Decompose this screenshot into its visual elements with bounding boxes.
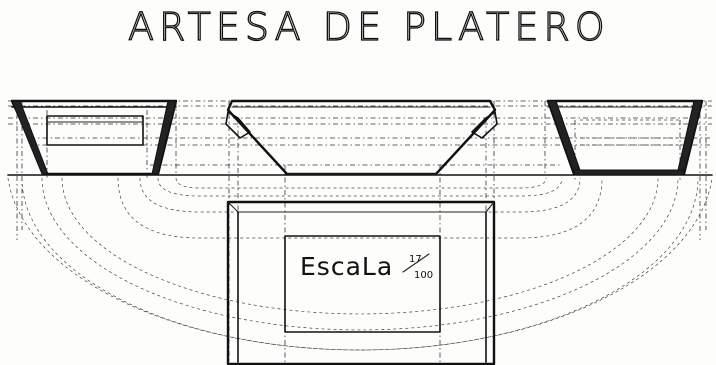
vertical-projection-lines bbox=[16, 101, 707, 365]
horizontal-projection-lines bbox=[8, 100, 712, 166]
scale-numerator: 17 bbox=[409, 254, 422, 265]
plan-view bbox=[226, 200, 496, 365]
left-side-view bbox=[10, 99, 178, 176]
front-view bbox=[225, 99, 498, 176]
scale-label: EscaLa bbox=[300, 252, 393, 281]
right-side-view bbox=[546, 99, 704, 176]
transfer-arcs bbox=[7, 177, 713, 351]
drawing-title: ARTESA DE PLATERO bbox=[128, 5, 610, 49]
scale-denominator: 100 bbox=[414, 270, 433, 281]
scale-annotation: EscaLa 17 100 bbox=[300, 252, 433, 281]
